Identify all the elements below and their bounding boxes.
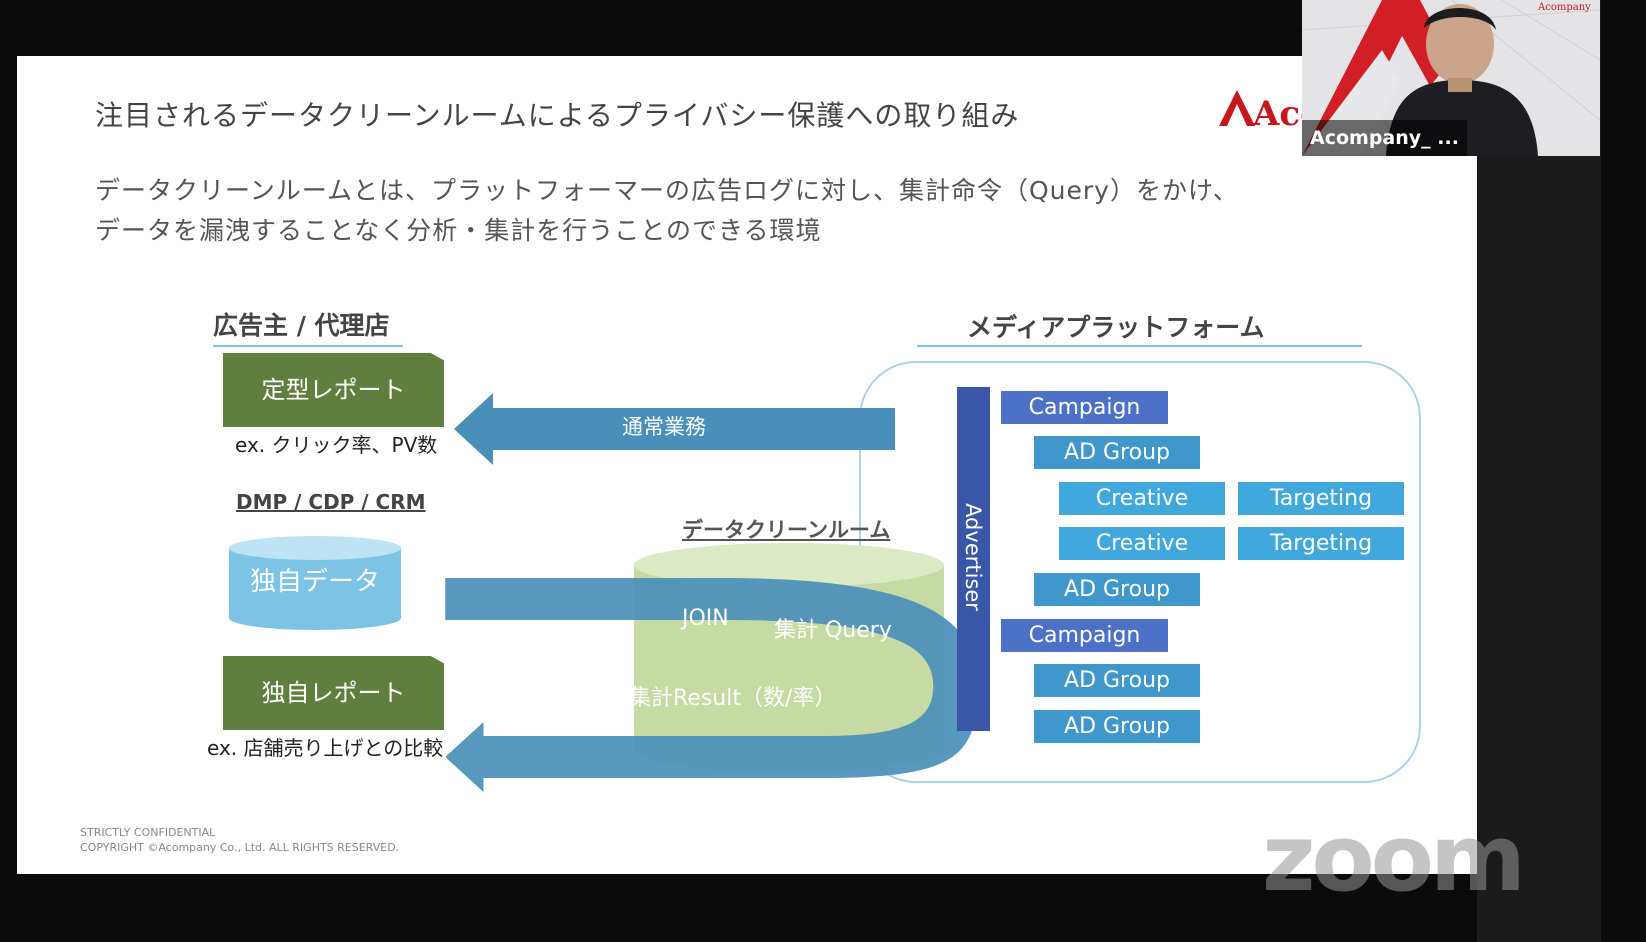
campaign-cell-1: Campaign (1001, 391, 1168, 424)
right-margin-band (1477, 0, 1601, 942)
participant-video-tile[interactable]: Acompany Acompany_ ... (1302, 0, 1600, 156)
own-data-cylinder (229, 536, 401, 630)
query-result-arrow (445, 578, 978, 792)
slide-subtitle-line1: データクリーンルームとは、プラットフォーマーの広告ログに対し、集計命令（Quer… (95, 176, 1239, 205)
ad-group-cell-3: AD Group (1034, 664, 1200, 697)
standard-report-caption: ex. クリック率、PV数 (235, 433, 438, 457)
own-report-caption: ex. 店舗売り上げとの比較 (207, 736, 444, 760)
advertiser-bar (957, 387, 990, 731)
right-header-underline (917, 345, 1362, 347)
webcam-corner-logo: Acompany (1538, 2, 1591, 13)
join-label: JOIN (682, 606, 729, 631)
ad-group-cell-4: AD Group (1034, 710, 1200, 743)
media-platform-header: メディアプラットフォーム (967, 313, 1265, 342)
slide-title: 注目されるデータクリーンルームによるプライバシー保護への取り組み (95, 99, 1020, 132)
standard-report-box: 定型レポート (223, 353, 444, 427)
own-report-box: 独自レポート (223, 656, 444, 730)
far-right-band (1601, 0, 1646, 942)
creative-cell-2: Creative (1059, 527, 1225, 560)
ad-group-cell-2: AD Group (1034, 573, 1200, 606)
ad-group-cell-1: AD Group (1034, 436, 1200, 469)
acompany-logo-mark-icon (1219, 90, 1255, 126)
targeting-cell-2: Targeting (1238, 527, 1404, 560)
left-header-underline (213, 345, 403, 347)
advertiser-label-wrap: Advertiser (957, 387, 990, 731)
targeting-cell-1: Targeting (1238, 482, 1404, 515)
creative-cell-1: Creative (1059, 482, 1225, 515)
footer-copyright: COPYRIGHT ©Acompany Co., Ltd. ALL RIGHTS… (80, 841, 400, 854)
dmp-cdp-crm-label: DMP / CDP / CRM (236, 490, 426, 514)
advertiser-label: Advertiser (961, 503, 985, 611)
query-label: 集計 Query (774, 618, 892, 643)
shared-slide: 注目されるデータクリーンルームによるプライバシー保護への取り組み Aco データ… (17, 56, 1477, 874)
diagram-shapes (229, 361, 1421, 792)
normal-ops-label: 通常業務 (622, 415, 706, 439)
own-data-label: 独自データ (249, 567, 380, 597)
participant-name-label: Acompany_ ... (1302, 120, 1467, 156)
zoom-watermark: zoom (1262, 805, 1526, 912)
campaign-cell-2: Campaign (1001, 619, 1168, 652)
normal-ops-arrow (454, 393, 895, 465)
footer-confidential: STRICTLY CONFIDENTIAL (80, 826, 216, 839)
clean-room-label: データクリーンルーム (682, 518, 891, 542)
advertiser-agency-header: 広告主 / 代理店 (213, 311, 390, 340)
slide-subtitle-line2: データを漏洩することなく分析・集計を行うことのできる環境 (95, 216, 822, 245)
result-label: 集計Result（数/率） (629, 686, 837, 711)
